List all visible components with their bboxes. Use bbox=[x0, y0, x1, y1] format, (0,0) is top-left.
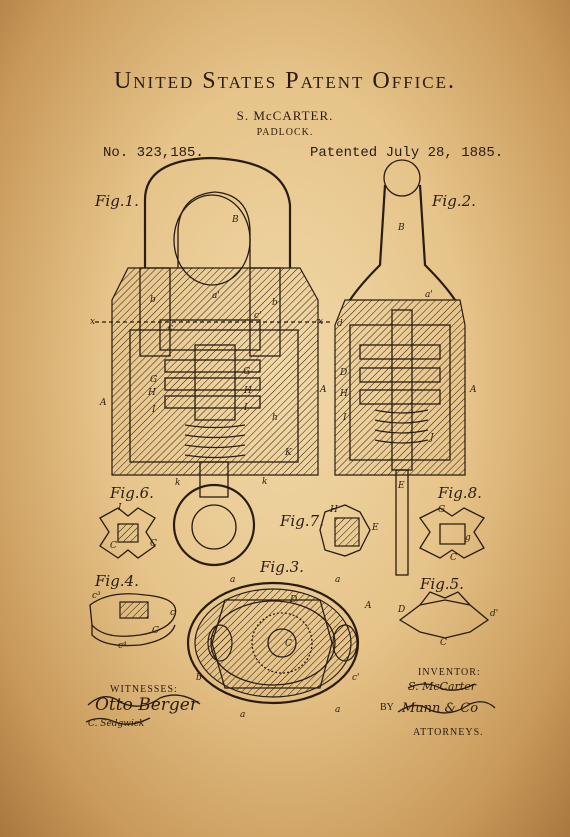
svg-text:C: C bbox=[152, 626, 159, 636]
svg-text:d: d bbox=[337, 319, 343, 329]
svg-text:G: G bbox=[243, 367, 250, 377]
figure-2-label: Fig.2. bbox=[432, 192, 476, 210]
svg-text:A: A bbox=[364, 601, 372, 611]
svg-text:c⁴: c⁴ bbox=[118, 641, 127, 651]
svg-text:E: E bbox=[397, 481, 405, 491]
svg-text:c': c' bbox=[254, 311, 262, 321]
figure-7-drawing bbox=[319, 504, 371, 557]
figure-1-drawing bbox=[95, 156, 330, 567]
svg-text:J: J bbox=[428, 433, 435, 443]
svg-text:b: b bbox=[196, 673, 202, 683]
svg-text:k: k bbox=[175, 478, 180, 488]
svg-text:D: D bbox=[339, 368, 347, 378]
svg-text:a: a bbox=[335, 575, 340, 585]
witnesses-label: WITNESSES: bbox=[110, 684, 178, 695]
svg-text:d': d' bbox=[490, 609, 498, 619]
svg-text:I: I bbox=[243, 403, 248, 413]
svg-text:D: D bbox=[397, 605, 405, 615]
figure-1-label: Fig.1. bbox=[95, 192, 139, 210]
svg-text:K: K bbox=[284, 448, 293, 458]
figure-6-drawing bbox=[99, 507, 156, 559]
svg-text:x: x bbox=[90, 317, 95, 327]
svg-text:I: I bbox=[117, 503, 122, 513]
patent-title: PADLOCK. bbox=[256, 127, 314, 138]
svg-text:I: I bbox=[151, 405, 156, 415]
figure-4-label: Fig.4. bbox=[95, 572, 139, 590]
svg-text:H: H bbox=[243, 386, 252, 396]
svg-text:C: C bbox=[150, 539, 157, 549]
svg-text:c³: c³ bbox=[92, 591, 101, 601]
svg-text:H: H bbox=[339, 389, 348, 399]
svg-text:x: x bbox=[318, 317, 323, 327]
figure-5-drawing bbox=[398, 591, 490, 639]
svg-text:c: c bbox=[168, 323, 173, 333]
svg-text:C: C bbox=[440, 638, 447, 648]
svg-text:H: H bbox=[329, 505, 338, 515]
svg-text:Otto Berger: Otto Berger bbox=[95, 695, 199, 715]
svg-text:A: A bbox=[319, 385, 327, 395]
svg-text:g: g bbox=[465, 533, 471, 543]
svg-text:h: h bbox=[272, 413, 278, 423]
figure-5-label: Fig.5. bbox=[420, 575, 464, 593]
svg-text:B: B bbox=[397, 223, 405, 233]
svg-text:A: A bbox=[99, 398, 107, 408]
svg-text:S. McCarter: S. McCarter bbox=[408, 680, 477, 693]
svg-text:a: a bbox=[335, 705, 340, 715]
office-heading: United States Patent Office. bbox=[113, 68, 457, 94]
svg-text:C: C bbox=[450, 553, 457, 563]
svg-text:G: G bbox=[150, 375, 157, 385]
svg-text:Munn & Co: Munn & Co bbox=[401, 701, 478, 716]
figure-4-drawing bbox=[89, 593, 177, 647]
svg-text:C: C bbox=[110, 541, 117, 551]
figure-7-label: Fig.7. bbox=[280, 512, 324, 530]
svg-text:I: I bbox=[342, 413, 347, 423]
svg-text:H: H bbox=[147, 388, 156, 398]
figure-6-label: Fig.6. bbox=[110, 484, 154, 502]
svg-text:E: E bbox=[371, 523, 379, 533]
svg-text:b: b bbox=[272, 298, 278, 308]
svg-text:a': a' bbox=[212, 291, 220, 301]
svg-text:G: G bbox=[438, 505, 445, 515]
attorneys-label: ATTORNEYS. bbox=[413, 727, 484, 738]
signature-script: Otto Berger C. Sedgwick S. McCarter Munn… bbox=[88, 680, 478, 729]
svg-text:C: C bbox=[285, 639, 292, 649]
svg-text:D: D bbox=[289, 595, 297, 605]
svg-text:a: a bbox=[230, 575, 235, 585]
svg-text:B: B bbox=[231, 215, 239, 225]
inventor-label: INVENTOR: bbox=[418, 667, 481, 678]
svg-text:A: A bbox=[469, 385, 477, 395]
figure-2-drawing bbox=[334, 159, 466, 576]
figure-8-label: Fig.8. bbox=[438, 484, 482, 502]
svg-text:c: c bbox=[170, 608, 175, 618]
patent-date: Patented July 28, 1885. bbox=[310, 145, 504, 161]
figure-8-drawing bbox=[419, 507, 485, 559]
svg-text:a: a bbox=[240, 710, 245, 720]
inventor-name: S. McCARTER. bbox=[236, 108, 334, 123]
svg-text:a': a' bbox=[425, 290, 433, 300]
svg-text:c': c' bbox=[352, 673, 360, 683]
svg-text:C. Sedgwick: C. Sedgwick bbox=[88, 719, 144, 729]
patent-number: No. 323,185. bbox=[103, 145, 204, 161]
figure-3-label: Fig.3. bbox=[260, 558, 304, 576]
svg-text:b: b bbox=[150, 295, 156, 305]
signatures bbox=[85, 683, 496, 725]
svg-text:k: k bbox=[262, 477, 267, 487]
by-label: BY bbox=[380, 702, 394, 713]
figure-3-drawing bbox=[186, 581, 360, 705]
